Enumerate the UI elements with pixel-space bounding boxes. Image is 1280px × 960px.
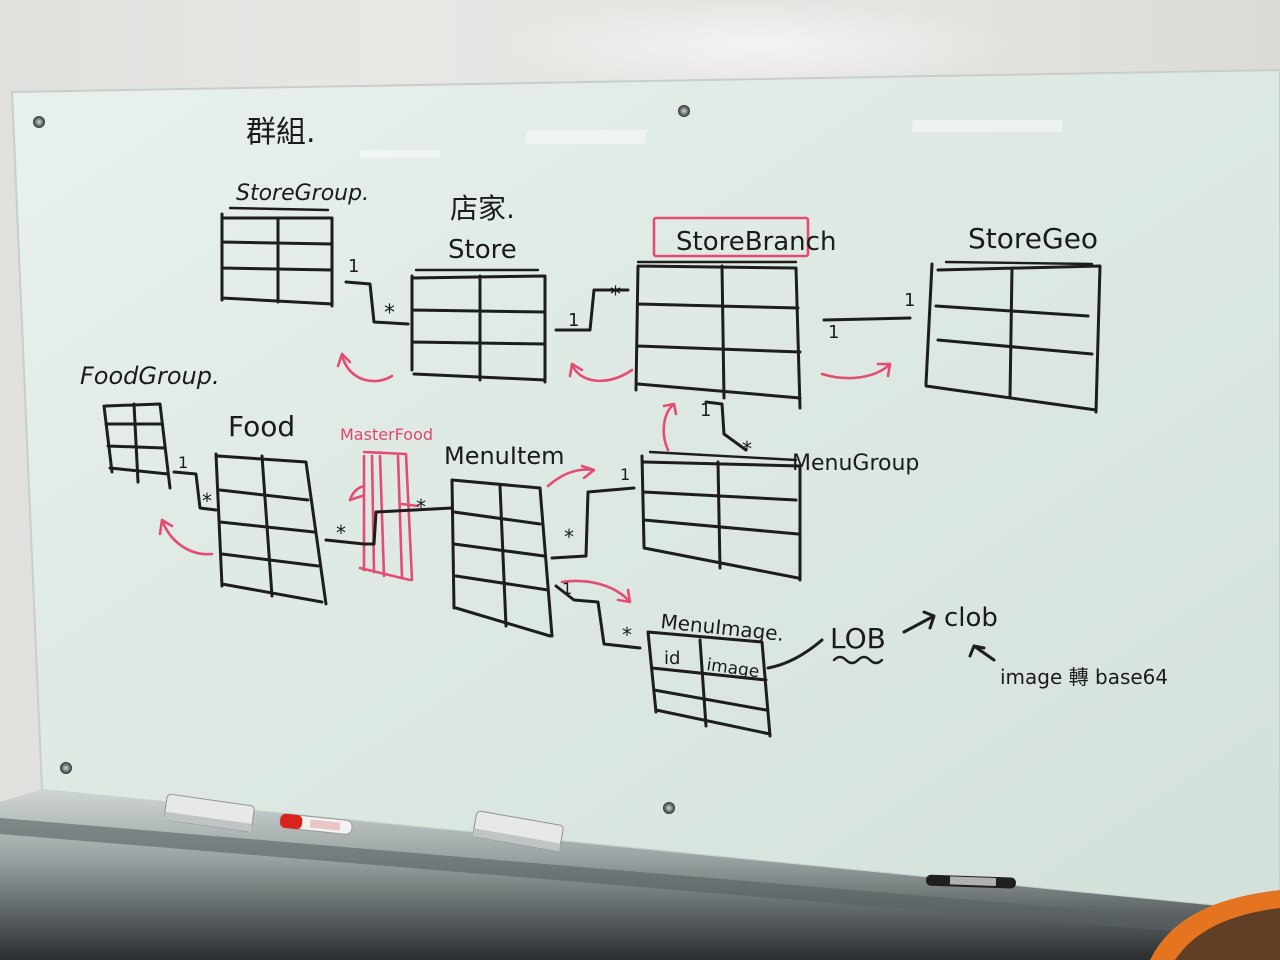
storegeo-table — [924, 260, 1102, 414]
menuimage-table — [646, 630, 772, 738]
masterfood-table — [358, 450, 414, 582]
clob-label: clob — [944, 603, 998, 633]
board-pin-icon — [678, 105, 690, 117]
black-marker-icon — [925, 874, 1016, 889]
eraser-icon — [472, 810, 564, 852]
foodgroup-label: FoodGroup. — [80, 362, 220, 390]
menugroup-label: MenuGroup — [792, 451, 919, 476]
svg-text:1: 1 — [562, 579, 572, 598]
svg-text:1: 1 — [620, 465, 630, 484]
image-base64-note: image 轉 base64 — [1000, 665, 1168, 689]
svg-text:1: 1 — [348, 256, 359, 277]
svg-text:1: 1 — [700, 400, 711, 421]
store-table — [410, 268, 547, 384]
chair-mesh — [1175, 908, 1280, 960]
menuimage-col-id: id — [664, 648, 680, 669]
store-cn-label: 店家. — [450, 192, 515, 225]
svg-text:*: * — [742, 437, 752, 461]
svg-text:1: 1 — [568, 310, 579, 331]
relationship-lines — [172, 280, 996, 670]
svg-text:*: * — [336, 521, 346, 545]
storegroup-label: StoreGroup. — [236, 181, 369, 206]
group-cn-label: 群組. — [246, 115, 316, 150]
board-pin-icon — [60, 762, 72, 774]
red-marker-icon — [279, 813, 353, 835]
svg-text:*: * — [416, 495, 426, 519]
svg-text:*: * — [202, 489, 212, 513]
storebranch-table — [634, 216, 810, 410]
menugroup-table — [640, 450, 802, 582]
tray-edge — [0, 818, 1280, 940]
svg-text:*: * — [622, 623, 632, 647]
lob-label: LOB — [830, 622, 886, 655]
svg-text:1: 1 — [904, 290, 915, 311]
lob-squiggle — [832, 655, 884, 665]
food-label: Food — [228, 410, 295, 443]
svg-text:1: 1 — [828, 322, 839, 343]
storegroup-table — [220, 206, 334, 308]
food-table — [214, 452, 328, 606]
board-pin-icon — [663, 802, 675, 814]
cardinality-marks: 1 * 1 * 1 1 1 * * * * 1 1 * 1 * — [178, 256, 915, 647]
svg-text:*: * — [564, 525, 574, 549]
storegeo-label: StoreGeo — [968, 222, 1098, 255]
svg-text:*: * — [384, 301, 395, 326]
foodgroup-table — [102, 402, 172, 490]
board-pin-icon — [33, 116, 45, 128]
masterfood-label: MasterFood — [340, 425, 433, 444]
svg-text:*: * — [610, 283, 621, 308]
menuitem-table — [450, 478, 554, 638]
storebranch-label: StoreBranch — [676, 227, 836, 257]
svg-text:1: 1 — [178, 453, 188, 472]
eraser-icon — [163, 793, 255, 832]
store-label: Store — [448, 235, 517, 265]
menuitem-label: MenuItem — [444, 442, 565, 470]
red-arrows — [158, 352, 892, 604]
ceiling-light-reflection — [500, 0, 1020, 90]
ceiling-reflections — [360, 120, 1064, 158]
